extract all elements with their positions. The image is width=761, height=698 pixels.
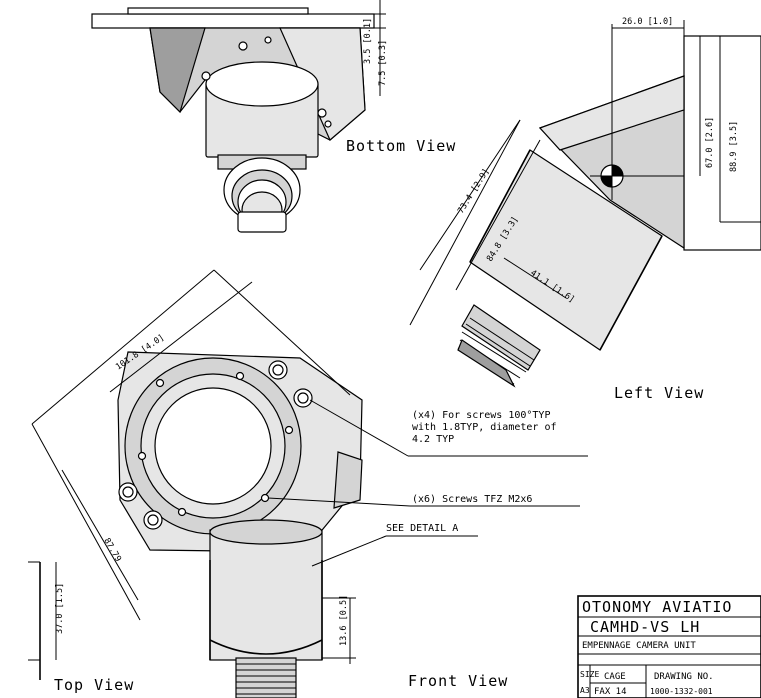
tb-company: OTONOMY AVIATIO: [582, 598, 732, 616]
top-view-label: Top View: [54, 676, 134, 694]
dim-67-0: 67.0 [2.6]: [705, 117, 715, 168]
dim-73-4: 73.4 [2.9]: [456, 167, 492, 216]
tb-drawing-value: 1000-1332-001: [650, 687, 713, 696]
dim-7-5: 7.5 [0.3]: [378, 40, 388, 86]
tb-size-value: A3: [580, 686, 590, 695]
left-view: 26.0 [1.0] 67.0 [2.6] 88.9 [3.5] 73.4 [2…: [409, 17, 761, 402]
tb-cage-label: CAGE: [604, 672, 626, 682]
tb-drawing-label: DRAWING NO.: [654, 672, 714, 682]
note-screws-x6: (x6) Screws TFZ M2x6: [412, 494, 532, 505]
tb-part: CAMHD-VS LH: [590, 618, 700, 636]
dim-3-5: 3.5 [0.1]: [363, 18, 373, 64]
note-screws-x4-line2: with 1.8TYP, diameter of: [412, 422, 557, 433]
dim-26-0: 26.0 [1.0]: [622, 17, 673, 27]
dim-13-6: 13.6 [0.5]: [339, 595, 349, 646]
note-detail: SEE DETAIL A: [386, 523, 458, 534]
tb-description: EMPENNAGE CAMERA UNIT: [582, 641, 696, 651]
note-screws-x4-line1: (x4) For screws 100°TYP: [412, 410, 550, 421]
front-view: 37.0 [1.5] SEE DETAIL A 13.6 [0.5] Front…: [28, 519, 508, 698]
note-screws-x4-line3: 4.2 TYP: [412, 434, 454, 445]
dim-87-79: 87.79: [101, 537, 122, 564]
dim-37-0: 37.0 [1.5]: [55, 583, 65, 634]
bottom-view: 3.5 [0.1] 7.5 [0.3] Bottom View: [91, 0, 456, 233]
tb-size-label: SIZE: [580, 670, 599, 679]
dim-88-9: 88.9 [3.5]: [729, 121, 739, 172]
left-view-label: Left View: [614, 384, 704, 402]
tb-cage-value: FAX 14: [594, 687, 627, 697]
top-view: 101.8 [4.0] 87.79 (x4) For screws 100°TY…: [31, 269, 588, 694]
front-view-label: Front View: [408, 672, 508, 690]
bottom-view-label: Bottom View: [346, 137, 456, 155]
title-block: OTONOMY AVIATIO CAMHD-VS LH EMPENNAGE CA…: [577, 595, 761, 698]
